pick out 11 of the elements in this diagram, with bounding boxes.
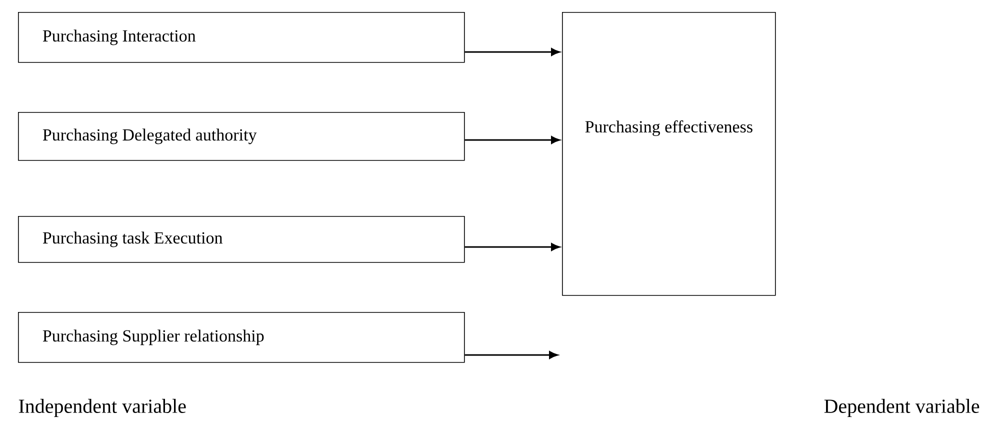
variable-box: Purchasing Interaction: [18, 12, 465, 63]
variable-box: Purchasing task Execution: [18, 216, 465, 263]
variable-box: Purchasing Delegated authority: [18, 112, 465, 161]
variable-box: Purchasing Supplier relationship: [18, 312, 465, 363]
axis-caption: Independent variable: [18, 398, 186, 418]
arrow: [464, 243, 560, 251]
arrow: [464, 48, 560, 56]
arrow: [464, 136, 560, 144]
outcome-box: Purchasing effectiveness: [562, 12, 776, 296]
axis-caption: Dependent variable: [824, 398, 980, 418]
arrow: [464, 351, 558, 359]
